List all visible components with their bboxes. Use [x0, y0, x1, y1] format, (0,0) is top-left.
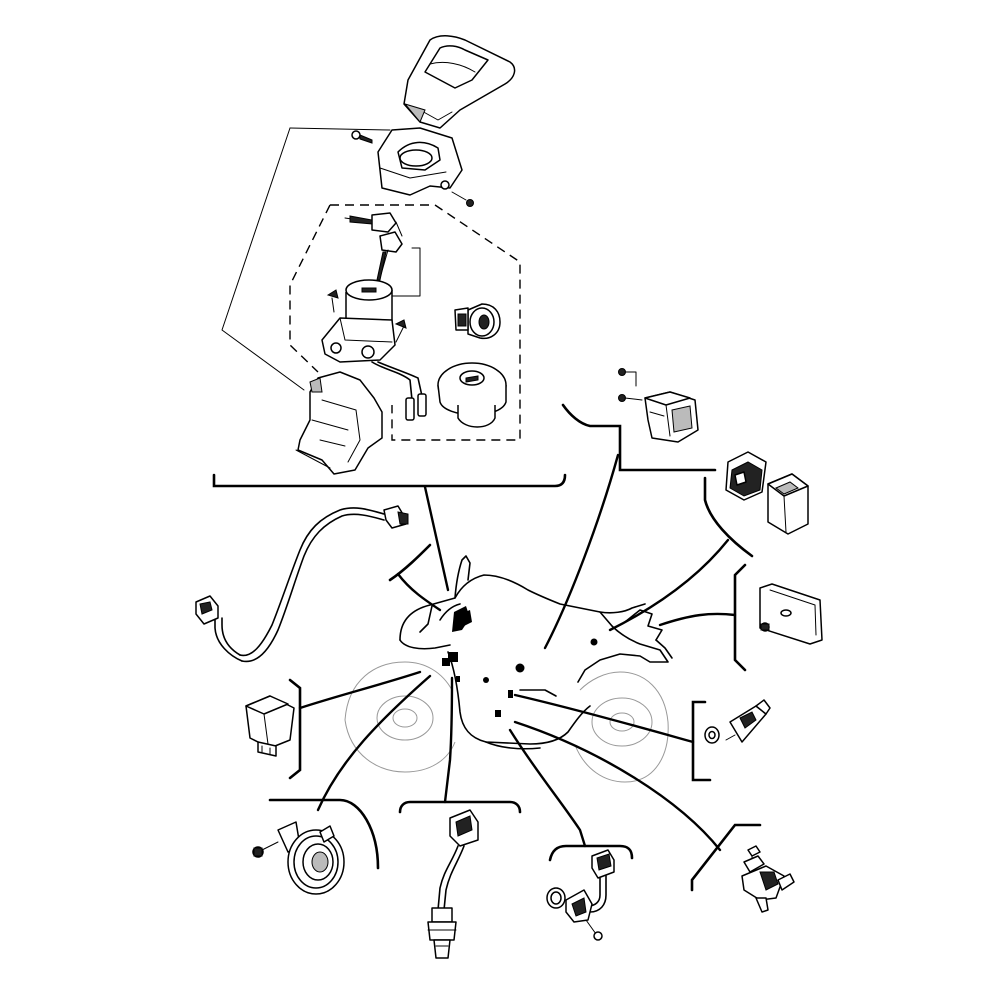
- screw-right: [451, 191, 474, 207]
- callout-bracket-license-light: [733, 563, 747, 672]
- fuel-tank-cap: [437, 362, 507, 428]
- switch-wires: [371, 361, 427, 421]
- keys: [344, 212, 421, 297]
- relay-screws: [618, 368, 643, 402]
- lock-set-dashed-boundary: [289, 204, 521, 441]
- license-plate-light: [759, 583, 823, 645]
- leader-relay: [543, 453, 620, 650]
- callout-turn-relay: [608, 451, 809, 632]
- callout-crank-sensor: [513, 720, 795, 913]
- relay: [644, 391, 699, 443]
- leader-oxygen-sensor: [443, 676, 454, 804]
- callout-bracket-crank-sensor: [690, 823, 762, 892]
- callout-relay: [543, 368, 717, 650]
- leader-wired-sensor: [396, 572, 442, 612]
- tail-section: [577, 611, 669, 683]
- leader-speed-sensor: [508, 728, 587, 848]
- callout-bracket-wired-sensor: [388, 543, 432, 582]
- screw-top-left: [351, 130, 373, 144]
- callout-wired-sensor: [195, 505, 442, 663]
- seat-lock: [454, 303, 501, 340]
- horn: [252, 821, 345, 895]
- leader-neutral-switch: [513, 693, 695, 744]
- callout-license-light: [658, 563, 823, 672]
- callout-neutral-switch: [513, 693, 771, 782]
- lower-cover: [351, 127, 474, 207]
- ignition-lock-cylinder: [321, 279, 407, 363]
- callout-speed-sensor: [508, 728, 634, 941]
- neutral-switch: [704, 699, 771, 744]
- callout-sensor-left: [245, 670, 422, 780]
- leader-turn-relay: [608, 538, 730, 632]
- callout-bracket-oxygen-sensor: [398, 800, 522, 814]
- relay-marker: [515, 663, 525, 673]
- callout-bracket-horn: [268, 798, 380, 870]
- handlebar-cover: [403, 35, 516, 129]
- leader-sensor-left: [298, 670, 422, 710]
- motorcycle-silhouette: [344, 555, 673, 783]
- leader-horn: [316, 674, 432, 812]
- callout-bracket-speed-sensor: [548, 844, 634, 862]
- switch-mounting-bracket: [295, 371, 383, 475]
- callout-horn: [252, 674, 432, 895]
- leader-crank-sensor: [513, 720, 722, 852]
- callout-bracket-relay: [561, 403, 717, 472]
- rear-wheel: [574, 671, 669, 783]
- sensor-left: [245, 695, 295, 757]
- wired-sensor: [195, 505, 409, 663]
- callout-oxygen-sensor: [398, 676, 522, 959]
- oxygen-sensor: [427, 809, 479, 959]
- callout-bracket-sensor-left: [288, 678, 302, 780]
- relay-unit-dark: [725, 451, 767, 501]
- callout-bracket-main-switch: [212, 473, 567, 488]
- leader-main-switch: [423, 485, 450, 592]
- crank-position-sensor: [741, 845, 795, 913]
- fairing-outline: [399, 574, 646, 641]
- speed-sensor: [546, 849, 615, 941]
- leader-license-light: [658, 612, 737, 627]
- callout-bracket-turn-relay: [703, 476, 754, 558]
- relay-unit-light: [767, 473, 809, 535]
- callout-main-switch: [212, 35, 567, 592]
